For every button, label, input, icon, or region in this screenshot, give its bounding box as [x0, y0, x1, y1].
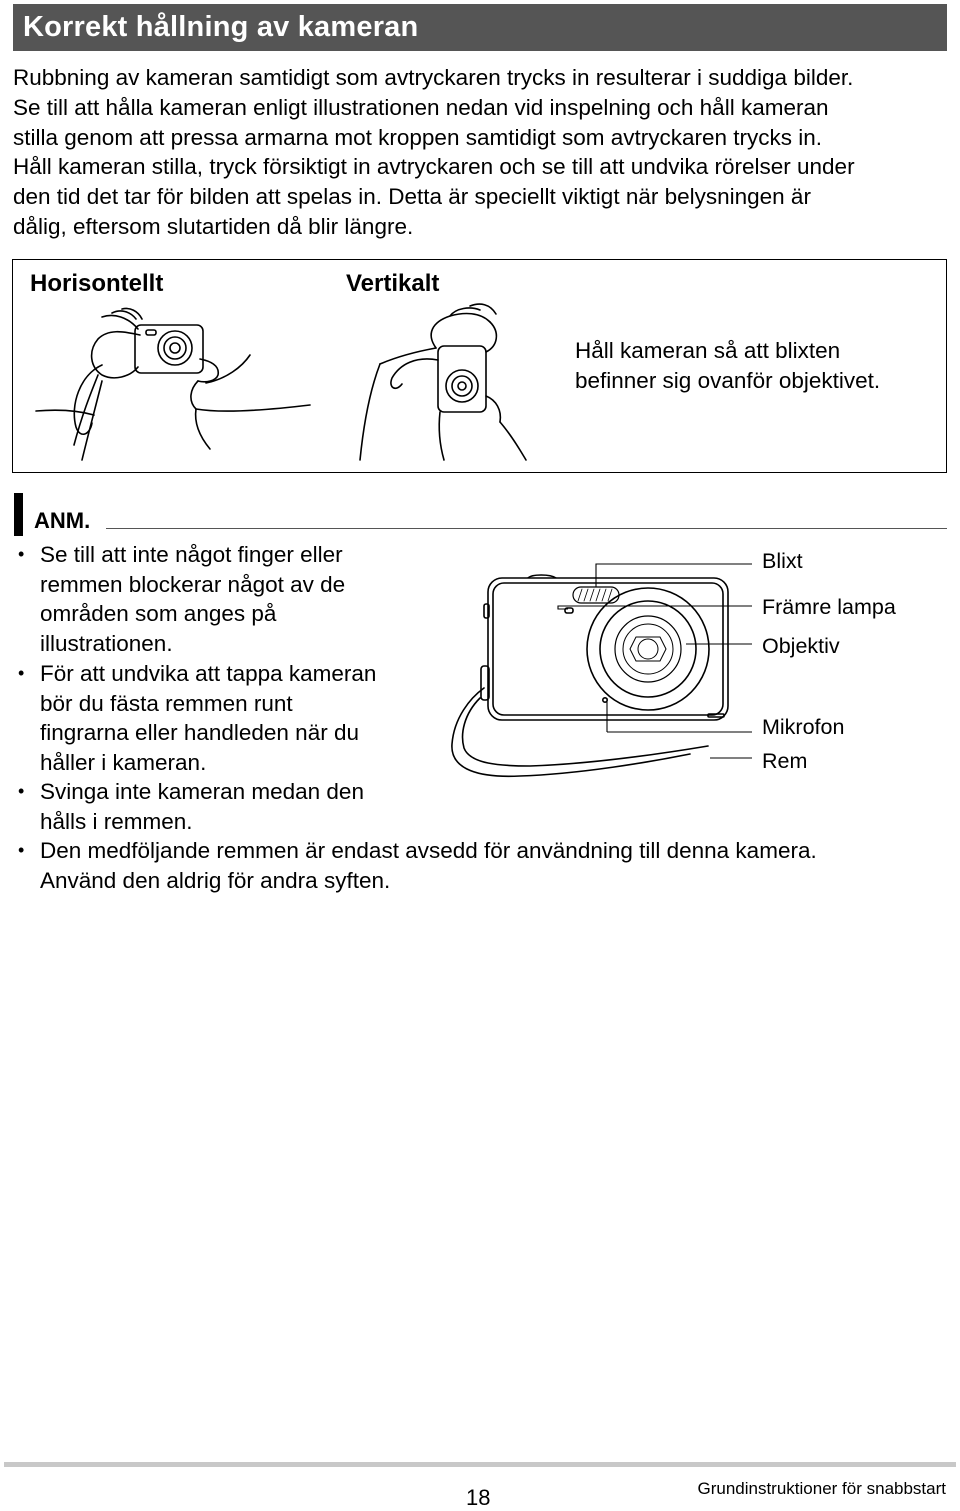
strap-label: Rem [762, 749, 808, 773]
page-title: Korrekt hållning av kameran [23, 11, 419, 43]
note-divider [106, 528, 947, 529]
bullet-line: Den medföljande remmen är endast avsedd … [40, 838, 817, 863]
holding-tip: Håll kameran så att blixten befinner sig… [575, 336, 935, 396]
intro-line: Rubbning av kameran samtidigt som avtryc… [13, 65, 854, 90]
intro-line: den tid det tar för bilden att spelas in… [13, 184, 811, 210]
bullet-marker: • [18, 663, 25, 683]
bullet-line: remmen blockerar något av de [40, 571, 346, 597]
list-item: • För att undvika att tappa kameran bör … [14, 659, 440, 778]
lens-label: Objektiv [762, 634, 840, 658]
holding-tip-line: befinner sig ovanför objektivet. [575, 368, 881, 393]
page-number: 18 [466, 1485, 491, 1510]
bullet-line: Svinga inte kameran medan den [40, 779, 364, 804]
note-marker [14, 493, 23, 536]
bullet-line: bör du fästa remmen runt [40, 690, 293, 716]
vertical-label: Vertikalt [346, 270, 440, 297]
horizontal-label: Horisontellt [30, 270, 164, 297]
front-lamp-label: Främre lampa [762, 595, 896, 619]
bullet-marker: • [18, 781, 25, 801]
intro-line: dålig, eftersom slutartiden då blir läng… [13, 213, 414, 239]
bullet-marker: • [18, 544, 25, 564]
footer-divider [4, 1462, 956, 1467]
bullet-line: håller i kameran. [40, 750, 207, 776]
microphone-label: Mikrofon [762, 715, 845, 739]
holding-illustration-box [12, 259, 947, 473]
list-item: • Se till att inte något finger eller re… [14, 540, 420, 659]
note-title: ANM. [34, 508, 91, 533]
list-item: • Den medföljande remmen är endast avsed… [14, 836, 940, 895]
bullet-line: områden som anges på [40, 601, 277, 627]
horizontal-grip-illustration [35, 307, 311, 461]
camera-front-diagram [451, 563, 752, 778]
vertical-grip-illustration [359, 303, 527, 461]
bullet-line: För att undvika att tappa kameran [40, 661, 377, 686]
intro-line: stilla genom att pressa armarna mot krop… [13, 124, 823, 150]
holding-tip-line: Håll kameran så att blixten [575, 338, 841, 363]
bullet-line: Använd den aldrig för andra syften. [40, 867, 391, 893]
list-item: • Svinga inte kameran medan den hålls i … [14, 777, 440, 836]
intro-text: Rubbning av kameran samtidigt som avtryc… [13, 63, 953, 242]
flash-label: Blixt [762, 549, 803, 573]
bullet-line: Se till att inte något finger eller [40, 542, 343, 567]
intro-line: Se till att hålla kameran enligt illustr… [13, 94, 829, 120]
bullet-line: hålls i remmen. [40, 808, 193, 834]
bullet-marker: • [18, 840, 25, 860]
bullet-line: fingrarna eller handleden när du [40, 720, 359, 746]
footer-title: Grundinstruktioner för snabbstart [697, 1479, 946, 1498]
section-header: Korrekt hållning av kameran [13, 4, 947, 51]
intro-line: Håll kameran stilla, tryck försiktigt in… [13, 154, 855, 180]
bullet-line: illustrationen. [40, 631, 173, 657]
